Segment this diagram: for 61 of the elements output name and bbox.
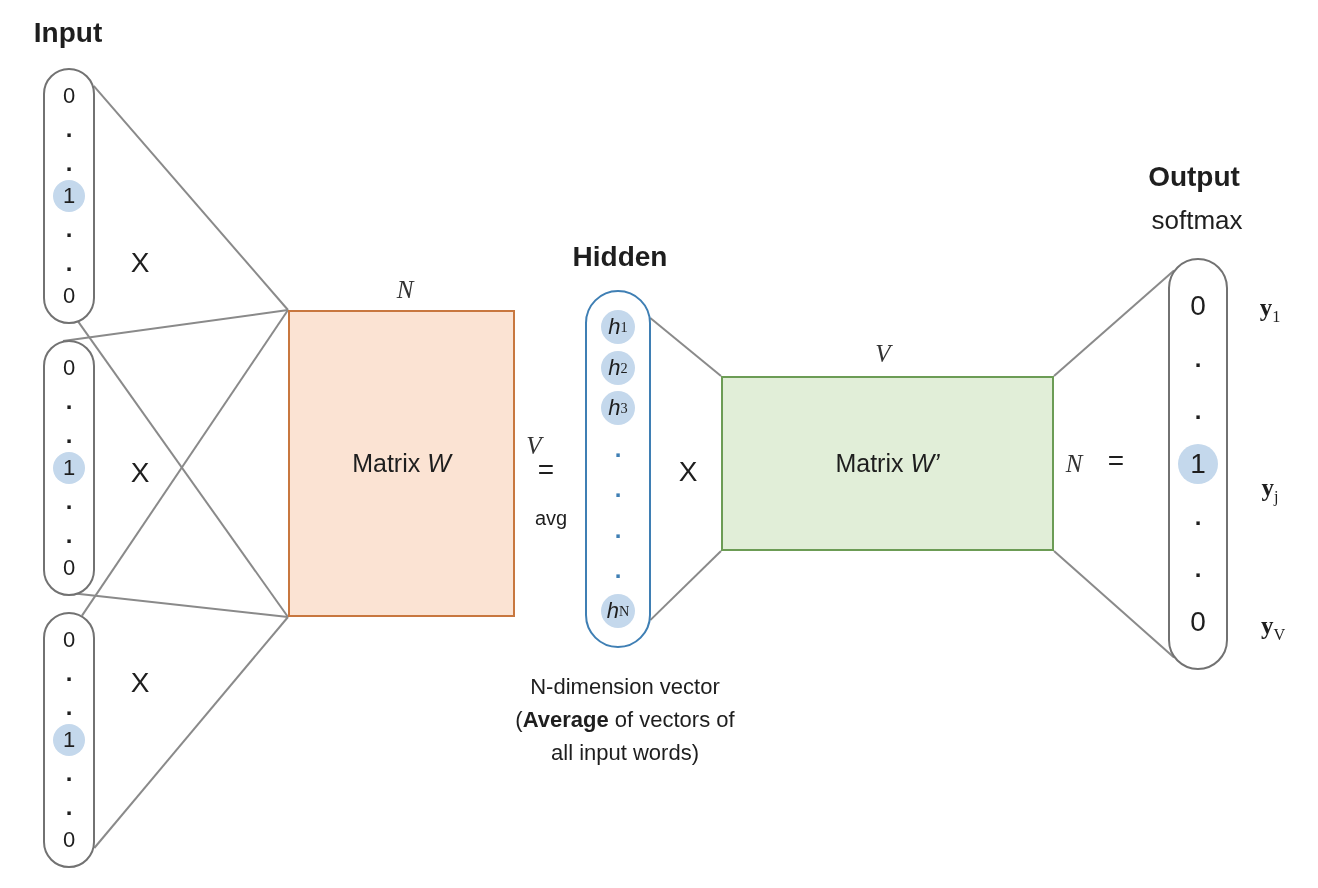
vector-entry: 0 [62,627,76,652]
vector-entry: 0 [62,556,76,581]
average-label: avg [534,506,568,530]
output-symbol: y$_{V}$ [1260,611,1286,645]
highlighted-entry: 1 [53,451,85,484]
vector-entry: 0 [62,355,76,380]
layer-subheading: softmax [1151,204,1243,236]
output-symbol: y$_{1}$ [1259,293,1281,327]
ellipsis-dot: . [65,766,73,781]
dimension-label: N [1065,450,1083,478]
projection-line [93,616,289,849]
layer-heading: Hidden [572,241,668,273]
ellipsis-dot: . [1194,562,1202,577]
ellipsis-dot: . [65,394,73,409]
ellipsis-dot: . [65,527,73,542]
ellipsis-dot: . [1194,509,1202,524]
projection-line [649,550,722,622]
vector-capsule [43,612,95,868]
ellipsis-dot: . [614,482,622,497]
matrix-label: Matrix W [352,449,451,478]
ellipsis-dot: . [65,666,73,681]
output-symbol: y$_{j}$ [1261,473,1279,507]
ellipsis-dot: . [1194,351,1202,366]
vector-entry: 0 [62,284,76,309]
matrix-box [721,376,1054,551]
highlighted-entry: 1 [53,179,85,212]
ellipsis-dot: . [614,441,622,456]
vector-entry: 0 [1190,606,1206,637]
ellipsis-dot: . [65,155,73,170]
ellipsis-dot: . [65,799,73,814]
equals-sign: = [1107,445,1125,477]
vector-caption: N-dimension vector (Average of vectors of all input words) [514,672,736,767]
dimension-label: N [396,276,414,304]
highlighted-entry: 1 [1178,444,1218,484]
highlighted-entry: 1 [53,723,85,756]
vector-capsule [43,340,95,596]
vector-capsule [1168,258,1228,670]
ellipsis-dot: . [65,494,73,509]
multiplication-sign: X [130,247,150,279]
vector-capsule [43,68,95,324]
layer-heading: Input [33,17,103,49]
vector-entry: 0 [62,83,76,108]
ellipsis-dot: . [614,522,622,537]
multiplication-sign: X [130,667,150,699]
ellipsis-dot: . [614,563,622,578]
ellipsis-dot: . [65,122,73,137]
ellipsis-dot: . [65,255,73,270]
multiplication-sign: X [678,456,698,488]
dimension-label: V [875,340,891,368]
matrix-box [288,310,515,617]
ellipsis-dot: . [65,427,73,442]
matrix-label: Matrix W’ [835,449,940,478]
vector-entry: 0 [1190,291,1206,322]
multiplication-sign: X [130,457,150,489]
vector-entry: 0 [62,828,76,853]
ellipsis-dot: . [1194,404,1202,419]
projection-line [92,84,289,311]
projection-line [649,316,722,377]
ellipsis-dot: . [65,222,73,237]
layer-heading: Output [1148,161,1240,193]
ellipsis-dot: . [65,699,73,714]
